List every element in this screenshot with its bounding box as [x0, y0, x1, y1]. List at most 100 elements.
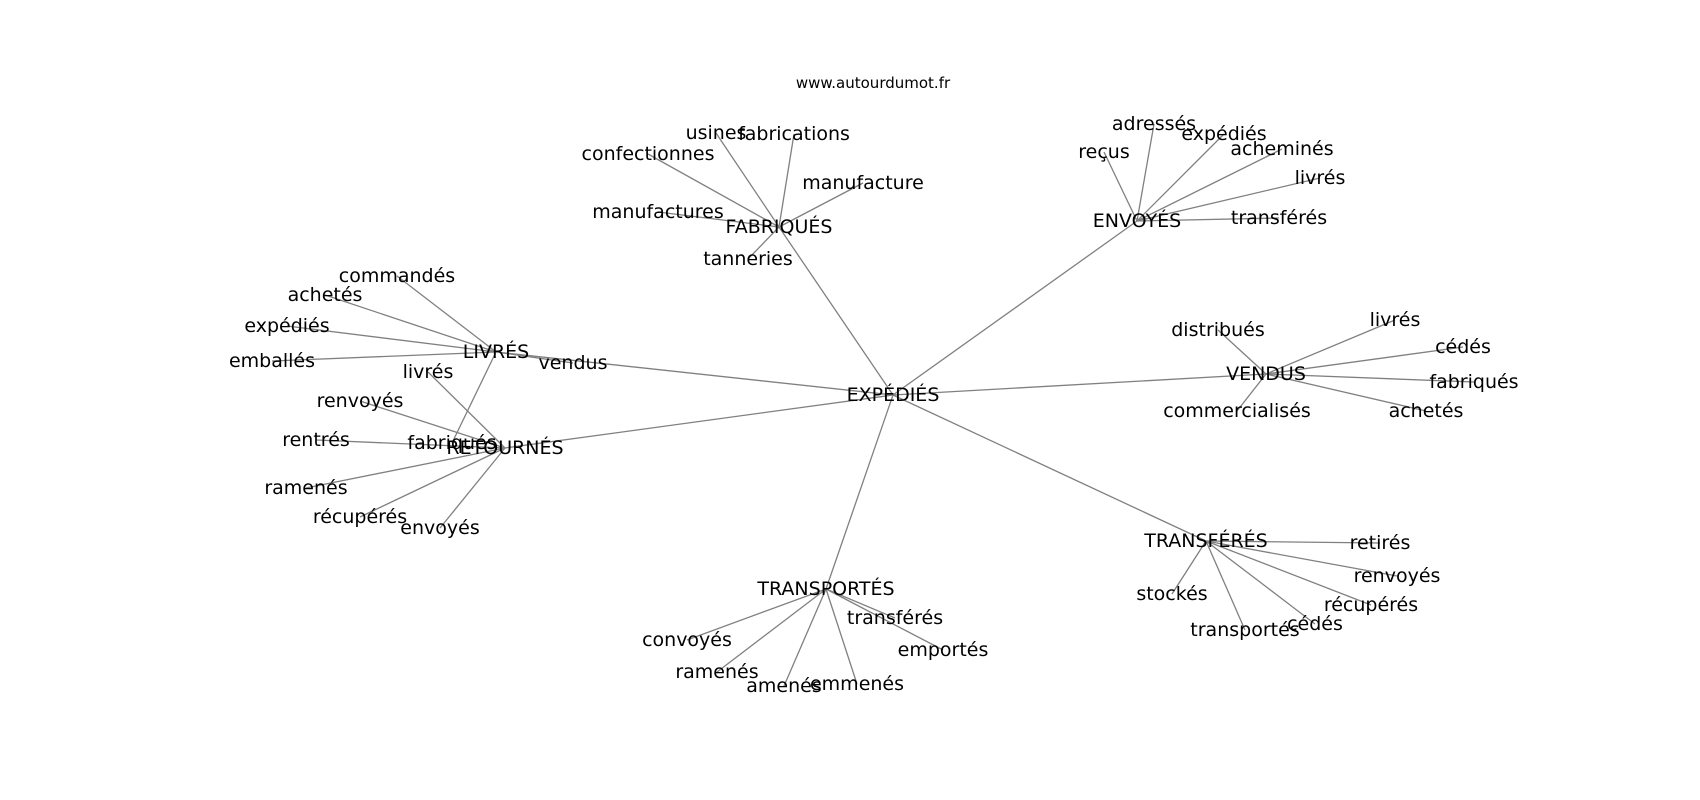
source-url: www.autourdumot.fr	[796, 74, 951, 92]
edge-envoyes-leaf	[1136, 123, 1155, 222]
edge-envoyes-leaf	[1136, 133, 1225, 222]
edge-center-livres	[495, 351, 894, 396]
edge-envoyes-leaf	[1136, 148, 1283, 222]
leaf-node: cédés	[1435, 336, 1491, 358]
edge-retournes-leaf	[439, 447, 506, 529]
leaf-node: fabrications	[738, 123, 850, 145]
edge-livres-leaf	[451, 351, 497, 444]
edge-retournes-leaf	[427, 371, 506, 449]
leaf-node: transférés	[847, 607, 943, 629]
hub-node-fabriques: FABRIQUÉS	[726, 215, 833, 238]
edge-center-envoyes	[892, 220, 1138, 396]
leaf-node: fabriqués	[1429, 371, 1518, 393]
leaf-node: adressés	[1112, 113, 1196, 135]
hub-node-transportes: TRANSPORTÉS	[756, 577, 894, 600]
edge-fabriques-leaf	[778, 182, 864, 228]
edge-transportes-leaf	[825, 588, 944, 651]
leaf-node: stockés	[1136, 583, 1207, 605]
edge-transferes-leaf	[1171, 540, 1207, 595]
edge-livres-leaf	[324, 294, 497, 353]
leaf-node: convoyés	[642, 629, 732, 651]
edge-center-fabriques	[778, 226, 894, 396]
leaf-node: cédés	[1287, 613, 1343, 635]
edge-envoyes-leaf	[1136, 217, 1280, 222]
leaf-node: emmenés	[810, 673, 904, 695]
leaf-node: expédiés	[244, 315, 329, 337]
leaf-node: ramenés	[264, 477, 347, 499]
edge-livres-leaf	[286, 325, 497, 353]
edge-fabriques-leaf	[647, 153, 780, 228]
leaf-node: récupérés	[1324, 594, 1418, 616]
edge-transportes-leaf	[716, 588, 827, 673]
leaf-node: emballés	[229, 350, 315, 372]
edge-livres-leaf	[271, 351, 497, 362]
leaf-node: usines	[686, 122, 747, 144]
edge-transferes-leaf	[1205, 540, 1398, 577]
edge-fabriques-leaf	[657, 211, 780, 228]
edge-retournes-leaf	[315, 439, 506, 449]
leaf-node: récupérés	[313, 506, 407, 528]
leaf-node: transportés	[1190, 619, 1299, 641]
edge-transportes-leaf	[825, 588, 896, 619]
leaf-node: commandés	[339, 265, 455, 287]
edge-center-vendus	[892, 373, 1267, 396]
edge-livres-leaf	[396, 275, 497, 353]
edge-vendus-leaf	[1265, 373, 1475, 383]
leaf-node: vendus	[539, 352, 608, 374]
leaf-node: livrés	[1295, 167, 1346, 189]
leaf-node: renvoyés	[317, 390, 404, 412]
leaf-node: commercialisés	[1163, 400, 1311, 422]
leaf-node: distribués	[1171, 319, 1264, 341]
edge-vendus-leaf	[1265, 346, 1464, 375]
leaf-node: acheminés	[1230, 138, 1333, 160]
hub-node-retournes: RETOURNÉS	[446, 436, 563, 459]
edge-transportes-leaf	[783, 588, 827, 687]
edge-vendus-leaf	[1265, 319, 1396, 375]
edges-layer	[271, 123, 1475, 687]
leaf-node: rentrés	[282, 429, 350, 451]
hub-node-livres: LIVRÉS	[463, 340, 529, 363]
edge-center-transportes	[825, 394, 894, 590]
edge-fabriques-leaf	[715, 132, 780, 228]
hub-node-transferes: TRANSFÉRÉS	[1143, 529, 1268, 552]
edge-center-transferes	[892, 394, 1207, 542]
edge-vendus-leaf	[1265, 373, 1427, 412]
edge-transferes-leaf	[1205, 540, 1316, 625]
leaf-node: retirés	[1350, 532, 1411, 554]
leaf-node: manufactures	[592, 201, 724, 223]
edge-fabriques-leaf	[747, 226, 780, 260]
leaf-node: renvoyés	[1354, 565, 1441, 587]
edge-transportes-leaf	[686, 588, 827, 641]
center-node: EXPÉDIÉS	[847, 383, 940, 406]
edge-envoyes-leaf	[1136, 177, 1321, 222]
leaf-node: livrés	[1370, 309, 1421, 331]
leaf-node: livrés	[403, 361, 454, 383]
leaf-node: emportés	[898, 639, 989, 661]
leaf-node: achetés	[288, 284, 363, 306]
edge-transferes-leaf	[1205, 540, 1246, 631]
edge-envoyes-leaf	[1103, 151, 1138, 222]
leaf-node: ramenés	[675, 661, 758, 683]
leaf-node: fabriqués	[407, 432, 496, 454]
labels-layer: EXPÉDIÉSusinesfabricationsconfectionnesm…	[229, 113, 1519, 697]
leaf-node: transférés	[1231, 207, 1327, 229]
edge-vendus-leaf	[1236, 373, 1267, 412]
hub-node-envoyes: ENVOYÉS	[1093, 209, 1181, 232]
leaf-node: expédiés	[1181, 123, 1266, 145]
edge-transferes-leaf	[1205, 540, 1372, 606]
edge-fabriques-leaf	[778, 133, 795, 228]
leaf-node: achetés	[1389, 400, 1464, 422]
edge-retournes-leaf	[359, 447, 506, 518]
edge-vendus-leaf	[1217, 329, 1267, 375]
edge-transferes-leaf	[1205, 540, 1381, 544]
leaf-node: envoyés	[400, 517, 479, 539]
leaf-node: amenés	[746, 675, 821, 697]
edge-retournes-leaf	[305, 447, 506, 489]
leaf-node: reçus	[1078, 141, 1129, 163]
edge-livres-leaf	[495, 351, 574, 364]
edge-transportes-leaf	[825, 588, 858, 685]
leaf-node: manufacture	[802, 172, 924, 194]
edge-center-retournes	[504, 394, 894, 449]
edge-retournes-leaf	[359, 400, 506, 449]
